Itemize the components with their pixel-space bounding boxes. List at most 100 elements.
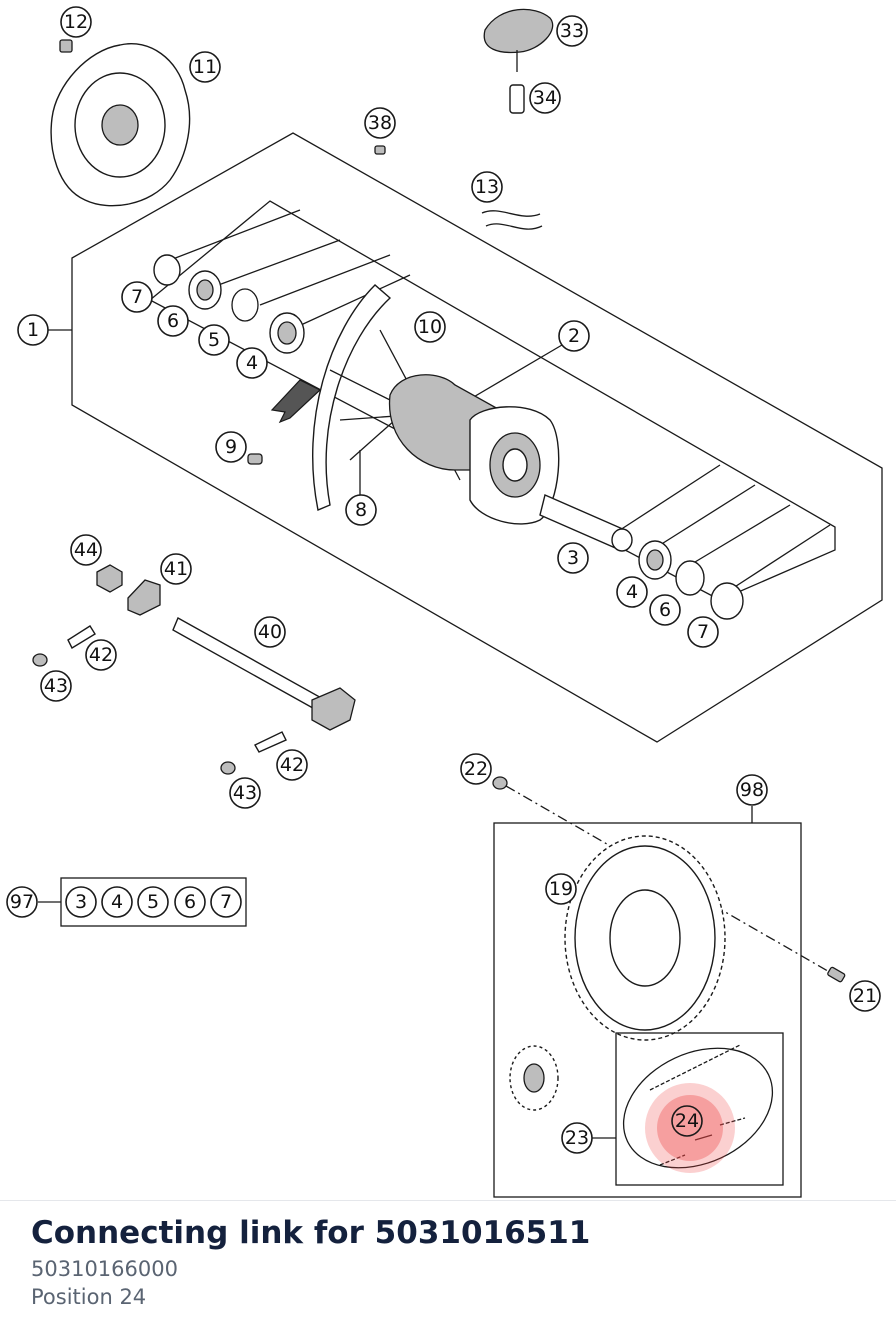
svg-text:21: 21 [853,985,877,1007]
svg-text:1: 1 [27,319,39,341]
callout-98[interactable]: 98 [736,774,768,806]
axle-parts [32,564,356,775]
callout-22[interactable]: 22 [460,753,492,785]
svg-text:5: 5 [147,891,159,913]
svg-text:2: 2 [568,325,580,347]
svg-text:23: 23 [565,1127,589,1149]
callout-6-left[interactable]: 6 [157,305,189,337]
svg-text:6: 6 [184,891,196,913]
right-bearing-stack [638,540,744,620]
svg-text:5: 5 [208,329,220,351]
callout-6-right[interactable]: 6 [649,594,681,626]
rim-part [270,284,392,511]
svg-text:4: 4 [246,352,258,374]
svg-text:3: 3 [75,891,87,913]
callout-4-left[interactable]: 4 [236,347,268,379]
left-bearing-stack [153,254,305,354]
callout-5[interactable]: 5 [198,324,230,356]
callout-33[interactable]: 33 [556,15,588,47]
callout-7-right[interactable]: 7 [687,616,719,648]
svg-text:4: 4 [111,891,123,913]
cap-part [374,145,386,155]
sprocket-bolt-part [827,966,846,983]
callout-40[interactable]: 40 [254,616,286,648]
spacer-part [247,453,263,465]
svg-text:9: 9 [225,436,237,458]
svg-text:33: 33 [560,20,584,42]
svg-text:43: 43 [44,675,68,697]
svg-text:41: 41 [164,558,188,580]
drive-kit-box [493,822,802,1198]
svg-text:98: 98 [740,779,764,801]
svg-text:7: 7 [131,286,143,308]
kit-item-7[interactable]: 7 [210,886,242,918]
svg-text:44: 44 [74,539,98,561]
callout-41[interactable]: 41 [160,553,192,585]
callout-1[interactable]: 1 [17,314,49,346]
chain-part [622,1044,774,1169]
callout-2[interactable]: 2 [558,320,590,352]
rim-band-part [481,210,543,230]
exploded-parts-diagram: 12 11 33 34 38 13 1 7 6 5 4 10 2 9 8 3 4… [6,6,883,1198]
callout-23[interactable]: 23 [561,1122,593,1154]
leader-lines [38,209,841,1139]
callout-12[interactable]: 12 [60,6,92,38]
svg-text:42: 42 [280,754,304,776]
front-sprocket-part [509,1045,559,1111]
guard-part [483,8,554,114]
svg-text:24: 24 [675,1110,699,1132]
hub-part [329,329,560,525]
svg-text:42: 42 [89,644,113,666]
callout-19[interactable]: 19 [545,873,577,905]
svg-text:7: 7 [220,891,232,913]
svg-text:11: 11 [193,56,217,78]
callout-97[interactable]: 97 [6,886,38,918]
callout-42-upper[interactable]: 42 [85,639,117,671]
callout-24-highlighted[interactable]: 24 [671,1105,703,1137]
svg-text:13: 13 [475,176,499,198]
svg-text:40: 40 [258,621,282,643]
svg-text:12: 12 [64,11,88,33]
chain-box [615,1032,784,1186]
kit-item-4[interactable]: 4 [101,886,133,918]
svg-text:10: 10 [418,316,442,338]
callout-4-right[interactable]: 4 [616,576,648,608]
kit-item-3[interactable]: 3 [65,886,97,918]
svg-text:38: 38 [368,112,392,134]
callout-3-right[interactable]: 3 [557,542,589,574]
part-info-panel: Connecting link for 5031016511 503101660… [0,1200,896,1336]
svg-text:8: 8 [355,499,367,521]
part-number: 50310166000 [31,1257,178,1281]
svg-text:97: 97 [10,891,34,913]
callout-11[interactable]: 11 [189,51,221,83]
part-position: Position 24 [31,1285,147,1309]
part-title: Connecting link for 5031016511 [31,1215,591,1251]
kit-item-6[interactable]: 6 [174,886,206,918]
svg-text:3: 3 [567,547,579,569]
svg-text:6: 6 [659,599,671,621]
highlight-glow [645,1083,735,1173]
callout-7-left[interactable]: 7 [121,281,153,313]
rear-sprocket-part [564,835,726,1041]
callout-21[interactable]: 21 [849,980,881,1012]
callout-43-upper[interactable]: 43 [40,670,72,702]
callout-34[interactable]: 34 [529,82,561,114]
wheel-group-outline [71,132,883,743]
nut-part [492,776,508,790]
svg-text:6: 6 [167,310,179,332]
bearing-kit-box [60,877,247,927]
svg-text:22: 22 [464,758,488,780]
svg-text:4: 4 [626,581,638,603]
callout-10[interactable]: 10 [414,311,446,343]
callout-42-lower[interactable]: 42 [276,749,308,781]
kit-item-5[interactable]: 5 [137,886,169,918]
axle-sleeve-part [539,494,633,552]
callout-44[interactable]: 44 [70,534,102,566]
callout-38[interactable]: 38 [364,107,396,139]
callout-13[interactable]: 13 [471,171,503,203]
callout-8[interactable]: 8 [345,494,377,526]
callout-43-lower[interactable]: 43 [229,777,261,809]
callout-9[interactable]: 9 [215,431,247,463]
svg-text:19: 19 [549,878,573,900]
svg-text:7: 7 [697,621,709,643]
